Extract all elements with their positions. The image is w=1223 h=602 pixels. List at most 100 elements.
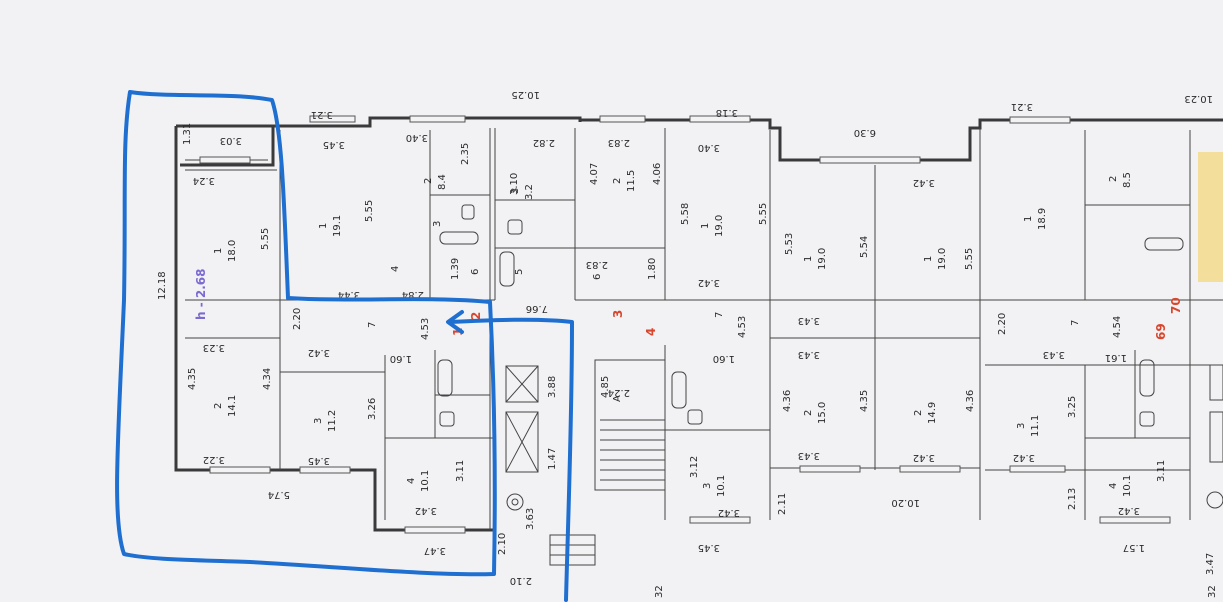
room-area: 11.5 bbox=[626, 170, 637, 192]
dim-top-1: 3.21 bbox=[311, 109, 333, 120]
misc-label: 7 bbox=[1070, 320, 1081, 326]
misc-label: 1.57 bbox=[1123, 542, 1145, 553]
room-r17-dim: 3.11 bbox=[1156, 460, 1167, 482]
misc-label: 7.66 bbox=[526, 303, 548, 314]
annotation-arrow-head bbox=[446, 310, 464, 334]
highlight-strip bbox=[1198, 152, 1223, 282]
room-number: 2 bbox=[213, 403, 224, 409]
red-number: 1 bbox=[451, 328, 465, 336]
misc-label: 1.61 bbox=[1105, 352, 1127, 363]
room-area: 18.9 bbox=[1037, 208, 1048, 230]
room-number: 1 bbox=[803, 256, 814, 262]
room-number: 3 bbox=[313, 418, 324, 424]
room-r15-dim: 4.36 bbox=[965, 390, 976, 412]
stairwell bbox=[505, 359, 1223, 566]
room-r4-dim: 3.42 bbox=[415, 505, 437, 516]
red-number: 2 bbox=[469, 312, 483, 320]
dim-bottom-2: 10.20 bbox=[891, 497, 920, 508]
room-r14-dim: 3.43 bbox=[798, 450, 820, 461]
room-r1: 1 18.0 bbox=[213, 240, 238, 262]
misc-label: 4.53 bbox=[737, 316, 748, 338]
room-r13: 2 8.5 bbox=[1108, 172, 1133, 188]
room-number: 1 bbox=[318, 223, 329, 229]
room-r3-dim: 3.26 bbox=[367, 398, 378, 420]
room-r1-dim: 5.55 bbox=[260, 228, 271, 250]
room-r14: 2 15.0 bbox=[803, 402, 828, 424]
red-number: 69 bbox=[1154, 323, 1168, 340]
room-r14-dim: 3.43 bbox=[798, 349, 820, 360]
room-number: 2 bbox=[423, 178, 434, 184]
red-number: 70 bbox=[1169, 297, 1183, 314]
room-area: 14.1 bbox=[227, 395, 238, 417]
room-area: 19.0 bbox=[937, 248, 948, 270]
room-r15-dim: 3.42 bbox=[913, 452, 935, 463]
room-r6-dim: 3.40 bbox=[406, 132, 428, 143]
misc-label: 7 bbox=[714, 312, 725, 318]
room-r2-dim: 3.22 bbox=[203, 454, 225, 465]
room-r5-dim: 5.55 bbox=[364, 200, 375, 222]
room-r5: 1 19.1 bbox=[318, 215, 343, 237]
misc-label: 1.47 bbox=[547, 448, 558, 470]
dim-bottom-4: 3.45 bbox=[698, 542, 720, 553]
room-number: 2 bbox=[1108, 176, 1119, 182]
room-r8-dim: 4.06 bbox=[652, 163, 663, 185]
room-number: 2 bbox=[612, 178, 623, 184]
misc-label: 2.83 bbox=[586, 259, 608, 270]
room-r16-dim: 3.43 bbox=[1043, 349, 1065, 360]
room-r3: 3 11.2 bbox=[313, 410, 338, 432]
room-r18-dim: 3.12 bbox=[689, 456, 700, 478]
room-area: 10.1 bbox=[420, 470, 431, 492]
misc-label: 2.13 bbox=[1067, 488, 1078, 510]
room-r10-dim: 5.53 bbox=[784, 233, 795, 255]
room-r12: 1 18.9 bbox=[1023, 208, 1048, 230]
annotation-outline bbox=[115, 90, 497, 577]
room-number: 3 bbox=[1016, 423, 1027, 429]
red-number: 4 bbox=[644, 328, 658, 336]
dim-side-height: 12.18 bbox=[157, 271, 168, 300]
misc-label: 3.43 bbox=[798, 315, 820, 326]
misc-label: 32 bbox=[654, 585, 665, 598]
room-r3-dim: 3.42 bbox=[308, 347, 330, 358]
room-r16-dim: 3.25 bbox=[1067, 396, 1078, 418]
misc-label: 4.85 bbox=[600, 376, 611, 398]
room-r11: 1 19.0 bbox=[923, 248, 948, 270]
room-r2-dim: 4.35 bbox=[187, 368, 198, 390]
misc-label: 4 bbox=[390, 266, 401, 272]
misc-label: 6 bbox=[592, 274, 603, 280]
room-number: 3 bbox=[510, 188, 521, 194]
dim-side-1: 1.31 bbox=[182, 123, 193, 145]
room-r14-dim: 4.36 bbox=[782, 390, 793, 412]
misc-label: 3.47 bbox=[1205, 553, 1216, 575]
room-r15: 2 14.9 bbox=[913, 402, 938, 424]
room-r3-dim: 3.45 bbox=[308, 455, 330, 466]
room-number: 1 bbox=[923, 256, 934, 262]
misc-label: 32 bbox=[1207, 585, 1218, 598]
room-r2: 2 14.1 bbox=[213, 395, 238, 417]
misc-label: 2.11 bbox=[777, 493, 788, 515]
room-number: 1 bbox=[1023, 216, 1034, 222]
dim-top-5: 10.23 bbox=[1184, 93, 1213, 104]
dim-bottom-3: 3.47 bbox=[424, 545, 446, 556]
room-r2-dim: 3.23 bbox=[203, 342, 225, 353]
misc-label: 2.20 bbox=[292, 308, 303, 330]
dim-top-3: 3.18 bbox=[716, 107, 738, 118]
dimension-labels: 3.21 10.25 3.18 3.21 10.23 12.18 1.31 3.… bbox=[157, 89, 1218, 598]
room-number: 1 bbox=[213, 248, 224, 254]
misc-label: 2.84 bbox=[402, 289, 424, 300]
dim-bottom-1: 5.74 bbox=[268, 489, 290, 500]
room-area: 19.1 bbox=[332, 215, 343, 237]
misc-label: 2.24 bbox=[608, 387, 630, 398]
room-r14-dim: 4.35 bbox=[859, 390, 870, 412]
room-r9-dim: 5.58 bbox=[680, 203, 691, 225]
room-area: 19.0 bbox=[817, 248, 828, 270]
annotation-arrow-path bbox=[448, 317, 574, 602]
bathroom-fixtures bbox=[437, 204, 1184, 427]
windows bbox=[199, 115, 1171, 534]
room-r8: 2 11.5 bbox=[612, 170, 637, 192]
misc-label: 2.10 bbox=[497, 533, 508, 555]
room-number: 2 bbox=[913, 410, 924, 416]
misc-label: 3 bbox=[432, 221, 443, 227]
room-r6-dim: 2.35 bbox=[460, 143, 471, 165]
